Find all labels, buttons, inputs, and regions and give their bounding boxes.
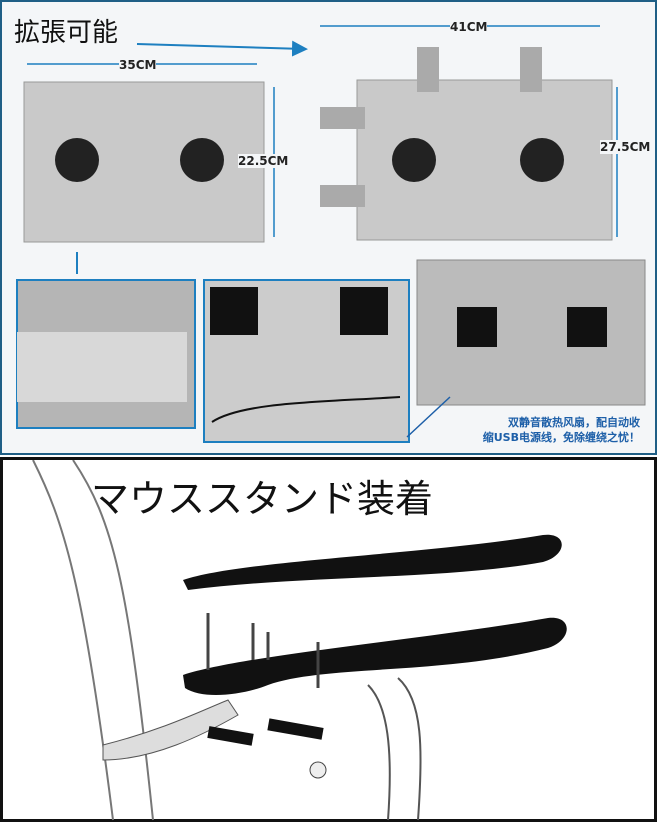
laptop-stand-illustration [16, 25, 646, 443]
mouse-stand-title: マウススタンド装着 [91, 477, 434, 521]
mouse-stand-panel: マウススタンド装着 [0, 457, 657, 822]
expandable-panel: 拡張可能 35CM 22.5CM 41CM 27.5CM 双静音散热风扇，配自动… [0, 0, 657, 455]
expandable-title: 拡張可能 [14, 18, 119, 48]
dim-height-small: 22.5CM [238, 154, 289, 168]
fan-note: 双静音散热风扇，配自动收缩USB电源线，免除缠绕之忧！ [450, 415, 640, 445]
fan-note-line2: 缩USB电源线，免除缠绕之忧！ [482, 431, 640, 444]
dim-width-small: 35CM [119, 58, 157, 72]
armrest-base-plate [183, 617, 567, 696]
armrest-assembly-illustration [32, 460, 567, 821]
dim-height-large: 27.5CM [600, 140, 651, 154]
dim-width-large: 41CM [450, 20, 488, 34]
fan-note-line1: 双静音散热风扇，配自动收 [508, 416, 640, 429]
armrest-top-pad [183, 534, 562, 590]
